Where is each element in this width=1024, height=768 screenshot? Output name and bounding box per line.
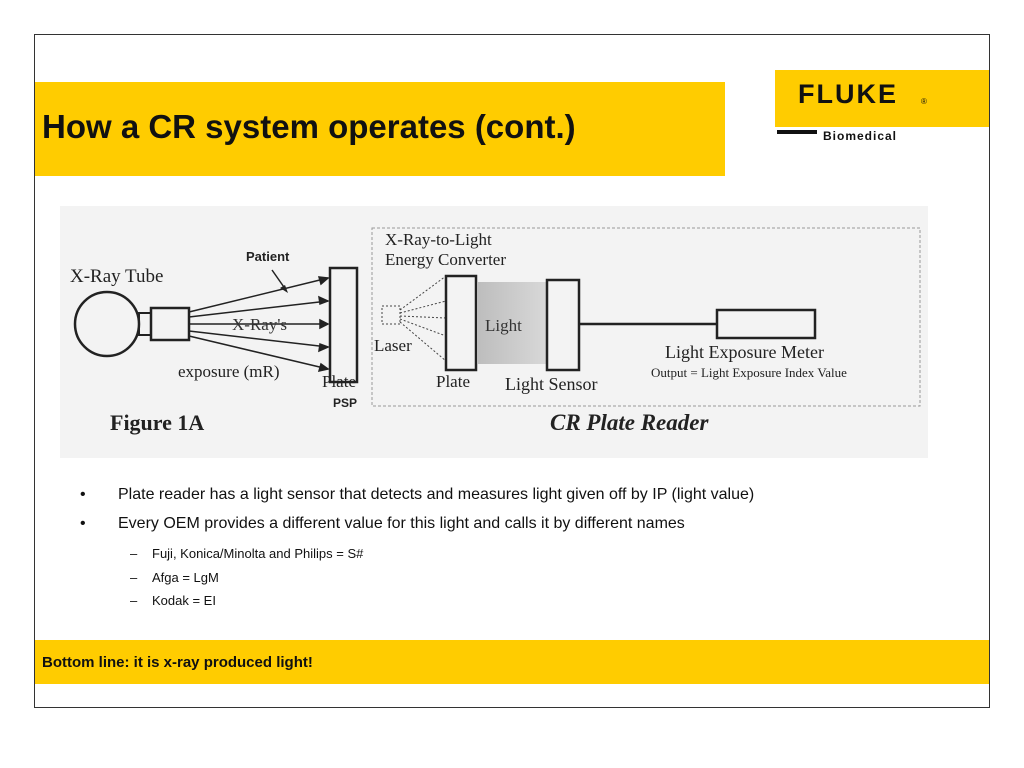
bullet-text: Plate reader has a light sensor that det…: [118, 486, 755, 503]
footer-text: Bottom line: it is x-ray produced light!: [42, 654, 313, 671]
label-laser: Laser: [374, 336, 412, 355]
exposure-meter-rect: [715, 308, 817, 340]
plate2-rect: [444, 274, 478, 372]
cr-plate-reader-box: [371, 227, 921, 407]
label-xray-tube: X-Ray Tube: [70, 266, 164, 287]
label-exposure: exposure (mR): [178, 362, 280, 381]
label-exposure-meter: Light Exposure Meter: [665, 342, 824, 362]
label-light-sensor: Light Sensor: [505, 374, 598, 394]
slide-title: How a CR system operates (cont.): [42, 108, 576, 145]
cr-system-figure: X-Ray Tube Patient X-Ray's exposure (mR)…: [60, 206, 928, 458]
sub-bullet-text: Kodak = EI: [152, 593, 216, 608]
sub-bullet-marker: –: [130, 570, 138, 585]
laser-source: [381, 305, 401, 325]
footer-bar: [35, 640, 989, 684]
label-cr-plate-reader: CR Plate Reader: [550, 410, 709, 435]
fluke-logo: FLUKE: [798, 79, 898, 109]
bullet-text: Every OEM provides a different value for…: [118, 515, 685, 532]
label-converter-1: X-Ray-to-Light: [385, 230, 492, 249]
light-sensor-rect: [545, 278, 581, 372]
sub-bullet-text: Afga = LgM: [152, 570, 219, 585]
figure-diagram: [73, 227, 921, 407]
fluke-logo-background: [775, 70, 989, 127]
sub-bullet-marker: –: [130, 593, 138, 608]
label-converter-2: Energy Converter: [385, 250, 507, 269]
xray-beams: [188, 276, 330, 373]
logo-rule: [777, 130, 817, 134]
label-plate: Plate: [322, 372, 356, 391]
label-figure-1a: Figure 1A: [110, 410, 205, 435]
sub-bullet-text: Fuji, Konica/Minolta and Philips = S#: [152, 546, 364, 561]
label-patient: Patient: [246, 249, 290, 264]
bullet-marker: •: [80, 486, 86, 503]
label-output: Output = Light Exposure Index Value: [651, 365, 847, 380]
label-xrays: X-Ray's: [232, 315, 288, 334]
biomedical-label: Biomedical: [823, 129, 898, 143]
bullet-marker: •: [80, 515, 86, 532]
label-light: Light: [485, 316, 522, 335]
sub-bullet-marker: –: [130, 546, 138, 561]
tube-head: [149, 306, 191, 342]
registered-mark: ®: [921, 97, 927, 106]
tube-neck: [138, 312, 152, 336]
laser-beams: [399, 275, 447, 362]
title-bar: [35, 82, 725, 176]
xray-tube-circle: [73, 290, 141, 358]
label-plate2: Plate: [436, 372, 470, 391]
light-region: [477, 282, 547, 364]
label-psp: PSP: [333, 396, 358, 410]
plate-rect: [328, 266, 359, 384]
